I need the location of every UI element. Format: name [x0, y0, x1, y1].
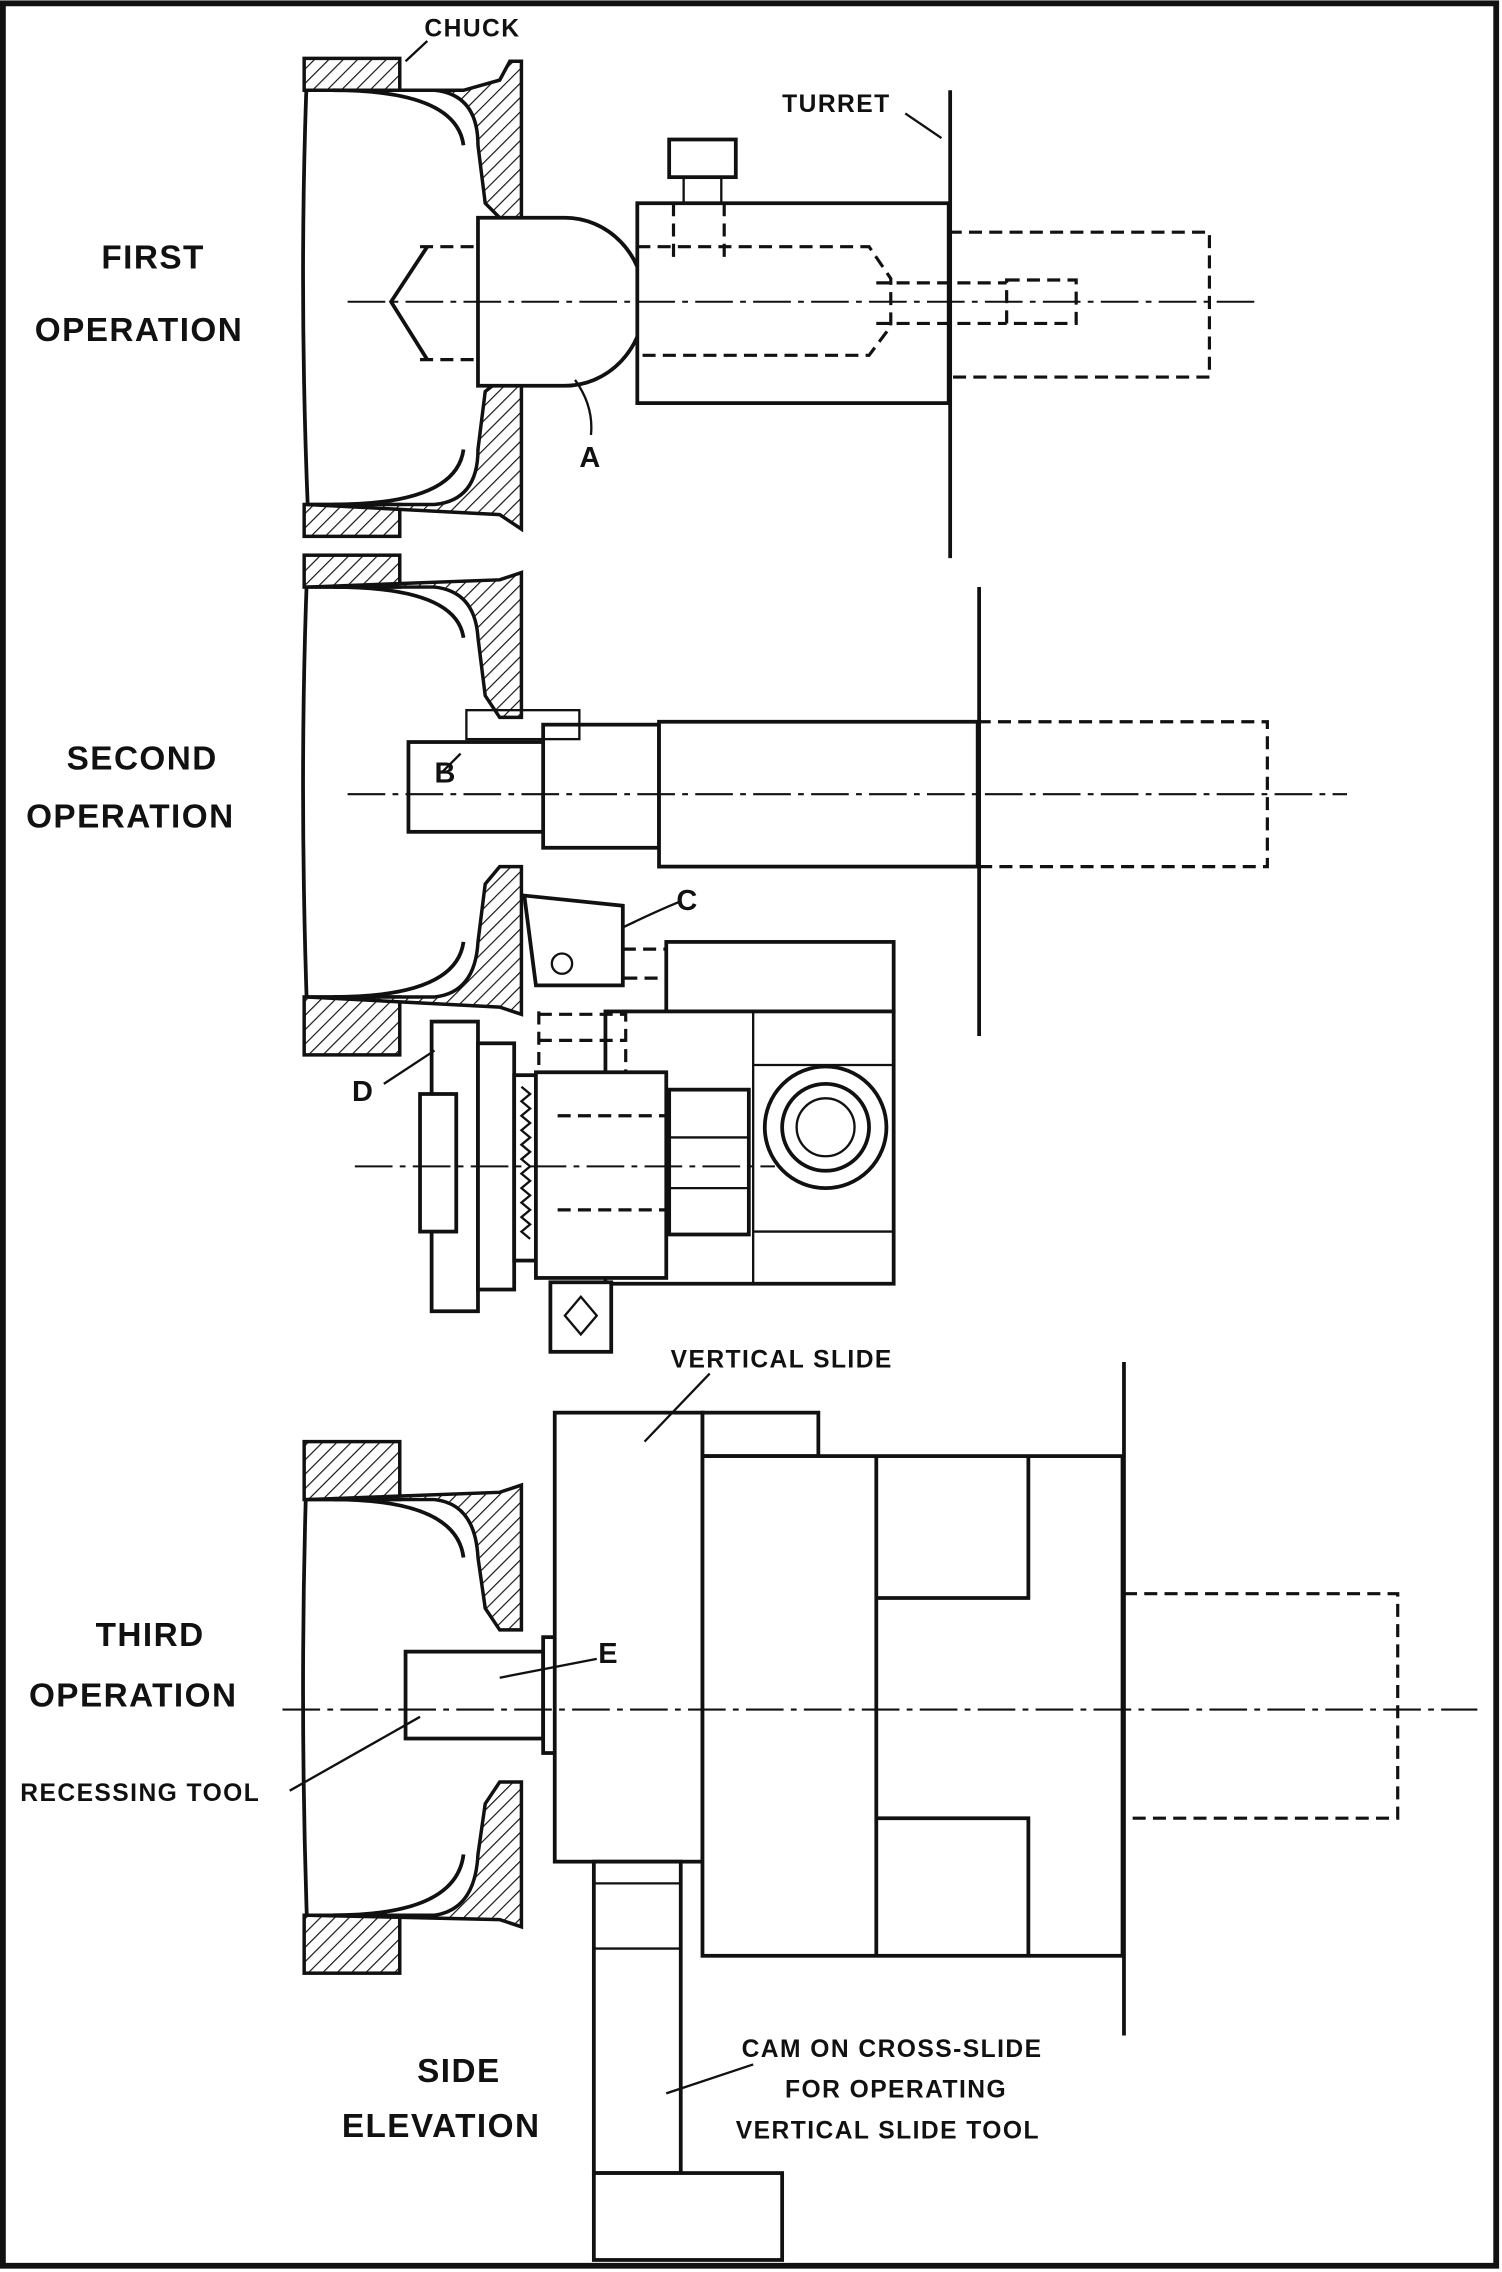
label-d: D — [352, 1076, 374, 1108]
label-first: FIRST — [101, 239, 204, 276]
nut — [667, 1087, 751, 1237]
bolt-head-icon — [762, 1064, 889, 1191]
knurl-roll — [534, 1070, 669, 1280]
label-chuck: CHUCK — [424, 16, 520, 43]
label-cam-line1: CAM ON CROSS-SLIDE — [742, 2036, 1043, 2063]
label-b: B — [435, 758, 457, 790]
label-vertical-slide: VERTICAL SLIDE — [671, 1347, 893, 1374]
label-side-elevation: ELEVATION — [342, 2108, 541, 2145]
set-screw-head-icon — [667, 137, 738, 180]
tool-holder-1 — [635, 201, 951, 405]
label-second: SECOND — [67, 741, 218, 778]
label-side: SIDE — [417, 2053, 501, 2090]
chuck-workpiece-2 — [301, 553, 524, 1057]
cam-column — [591, 1859, 683, 2175]
label-cam-line3: VERTICAL SLIDE TOOL — [736, 2117, 1040, 2144]
tool-b — [406, 740, 548, 834]
label-cam-line2: FOR OPERATING — [785, 2077, 1007, 2104]
label-second-operation: OPERATION — [26, 798, 235, 835]
second-operation: SECOND OPERATION B C D — [26, 553, 1348, 1354]
chuck-workpiece-3 — [301, 1439, 524, 1975]
label-recessing-tool: RECESSING TOOL — [20, 1780, 260, 1807]
tool-e-recessing — [403, 1649, 546, 1741]
third-operation: VERTICAL SLIDE THIRD OPERATION E RECESSI… — [20, 1347, 1478, 2262]
cam-on-cross-slide — [591, 2171, 785, 2262]
label-third-operation: OPERATION — [29, 1678, 238, 1715]
cross-slide-holder — [664, 940, 896, 1014]
tool-c — [522, 893, 625, 988]
label-e: E — [598, 1638, 619, 1670]
label-c: C — [676, 885, 698, 917]
first-operation: CHUCK TURRET FIRST OPERATION A — [35, 16, 1261, 559]
label-a: A — [579, 442, 601, 474]
tool-a — [476, 215, 647, 388]
clamp-block — [548, 1280, 614, 1354]
label-first-operation: OPERATION — [35, 312, 244, 349]
vertical-slide — [552, 1410, 705, 1864]
label-third: THIRD — [96, 1617, 205, 1654]
slide-body — [700, 1454, 1125, 1958]
tool-holder-b — [541, 722, 661, 850]
label-turret: TURRET — [782, 91, 891, 118]
turret-hole-1 — [947, 230, 1212, 379]
